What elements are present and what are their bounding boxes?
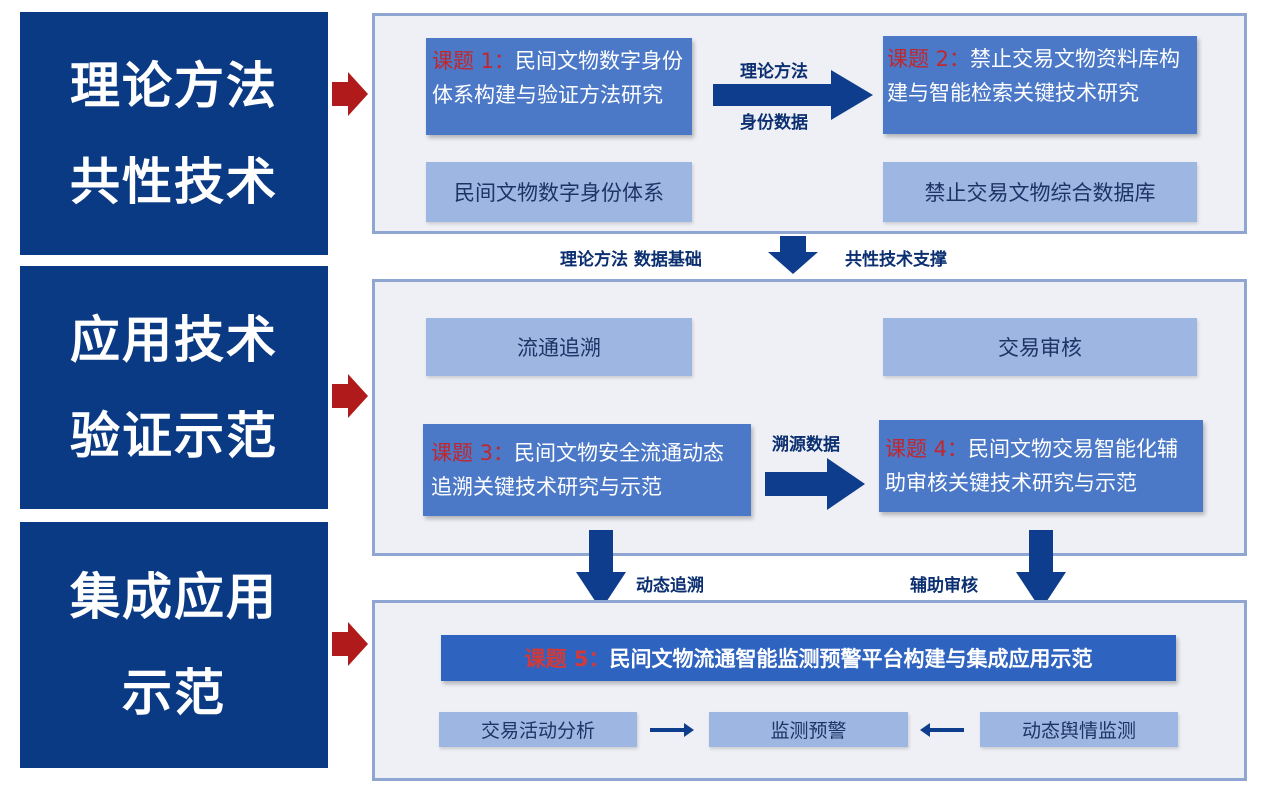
- topic2-text: 禁止交易文物资料库构建与智能检索关键技术研究: [887, 47, 1181, 105]
- topic5-box: 课题 5：民间文物流通智能监测预警平台构建与集成应用示范: [441, 635, 1176, 681]
- red-arrow-icon: [332, 72, 368, 116]
- left-block-application: 应用技术 验证示范: [20, 266, 328, 509]
- left-block-theory-line1: 理论方法: [70, 56, 278, 115]
- box-public-opinion: 动态舆情监测: [980, 712, 1178, 747]
- down-arrow-icon: [768, 236, 818, 274]
- left-block-application-line2: 验证示范: [70, 406, 278, 465]
- topic5-text: 民间文物流通智能监测预警平台构建与集成应用示范: [609, 647, 1093, 671]
- down-arrow-icon: [576, 530, 626, 610]
- between23-label-right: 辅助审核: [910, 576, 978, 596]
- red-arrow-icon: [332, 622, 368, 666]
- topic3-text: 民间文物安全流通动态追溯关键技术研究与示范: [431, 441, 725, 499]
- topic2-prefix: 课题 2：: [887, 47, 971, 71]
- left-block-application-line1: 应用技术: [70, 310, 278, 369]
- right-arrow-icon: [713, 70, 873, 120]
- panel-integration: [372, 600, 1247, 781]
- arrow-label-trace-data: 溯源数据: [772, 435, 840, 455]
- box-transaction-analysis: 交易活动分析: [439, 712, 637, 747]
- topic1-box: 课题 1：民间文物数字身份体系构建与验证方法研究: [426, 38, 692, 135]
- topic4-box: 课题 4：民间文物交易智能化辅助审核关键技术研究与示范: [879, 420, 1203, 512]
- arrow-label-theory: 理论方法: [740, 62, 808, 82]
- left-block-integration-line2: 示范: [122, 664, 226, 722]
- left-block-integration-line1: 集成应用: [70, 568, 278, 626]
- down-arrow-icon: [1016, 530, 1066, 610]
- box-transaction-audit: 交易审核: [883, 318, 1197, 376]
- between23-label-left: 动态追溯: [636, 576, 704, 596]
- left-block-integration: 集成应用 示范: [20, 522, 328, 768]
- topic3-box: 课题 3：民间文物安全流通动态追溯关键技术研究与示范: [423, 424, 751, 516]
- box-circulation-trace: 流通追溯: [426, 318, 692, 376]
- between12-label-left: 理论方法 数据基础: [560, 250, 702, 270]
- topic1-prefix: 课题 1：: [432, 49, 516, 73]
- topic1-text: 民间文物数字身份体系构建与验证方法研究: [432, 49, 684, 107]
- topic5-prefix: 课题 5：: [524, 647, 610, 671]
- output-prohibited-database: 禁止交易文物综合数据库: [883, 162, 1197, 222]
- left-arrow-icon: [920, 723, 964, 737]
- topic4-prefix: 课题 4：: [885, 437, 969, 461]
- red-arrow-icon: [332, 374, 368, 418]
- right-arrow-icon: [765, 458, 865, 510]
- right-arrow-icon: [650, 723, 694, 737]
- topic3-prefix: 课题 3：: [431, 441, 515, 465]
- arrow-label-identity: 身份数据: [740, 113, 808, 133]
- between12-label-right: 共性技术支撑: [845, 250, 947, 270]
- topic4-text: 民间文物交易智能化辅助审核关键技术研究与示范: [885, 437, 1179, 495]
- left-block-theory: 理论方法 共性技术: [20, 12, 328, 255]
- output-identity-system: 民间文物数字身份体系: [426, 162, 692, 222]
- topic2-box: 课题 2：禁止交易文物资料库构建与智能检索关键技术研究: [883, 36, 1197, 134]
- left-block-theory-line2: 共性技术: [70, 152, 278, 211]
- box-monitoring-warning: 监测预警: [709, 712, 908, 747]
